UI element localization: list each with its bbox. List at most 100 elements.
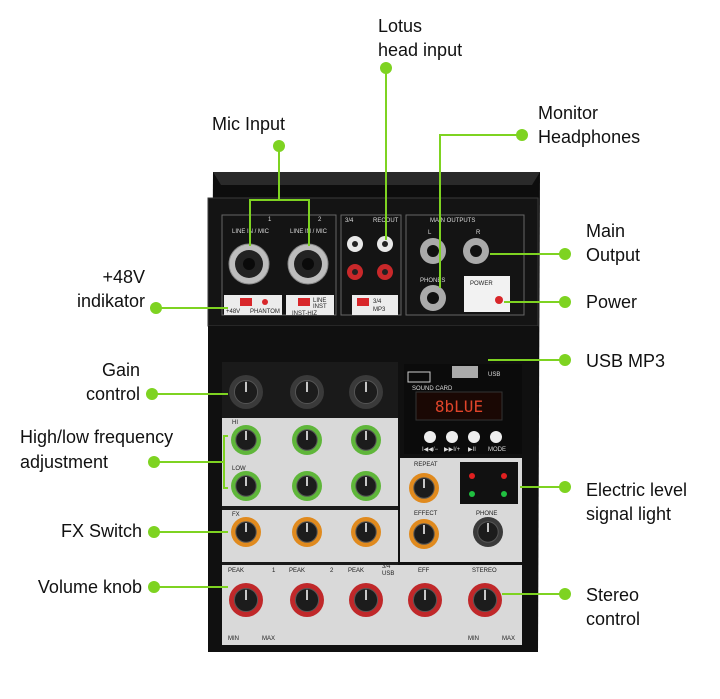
phones-label: PHONES bbox=[420, 278, 445, 284]
fx-callout-dot bbox=[148, 526, 160, 538]
level-callout-dot bbox=[559, 481, 571, 493]
main-out-l-label: L bbox=[428, 230, 432, 236]
mic-input-jacks bbox=[228, 243, 329, 285]
lotus-callout-dot bbox=[380, 62, 392, 74]
phantom-callout-dot bbox=[150, 302, 162, 314]
inst-switch[interactable] bbox=[298, 298, 310, 306]
fx-knob-ch3[interactable] bbox=[351, 517, 381, 547]
mic-callout-line-b bbox=[279, 199, 310, 246]
power-panel-label: POWER bbox=[470, 281, 493, 287]
hi-eq-knob-ch3[interactable] bbox=[351, 425, 381, 455]
next-button-label: ▶▶I/+ bbox=[444, 447, 461, 453]
callout-level-line1: Electric level bbox=[586, 480, 688, 500]
callout-stereo-line1: Stereo bbox=[586, 585, 640, 605]
callout-lines bbox=[146, 62, 571, 600]
phantom-48v-label: +48V bbox=[226, 309, 240, 315]
callout-level-line2: signal light bbox=[586, 504, 672, 524]
fx-knob-ch2[interactable] bbox=[292, 517, 322, 547]
phantom-switch-panel bbox=[224, 295, 282, 315]
power-panel bbox=[464, 276, 510, 312]
phantom-switch[interactable] bbox=[240, 298, 252, 306]
effect-label: EFFECT bbox=[414, 511, 438, 517]
callout-phantom-line1: +48V bbox=[102, 267, 145, 287]
volume-knobs bbox=[229, 583, 502, 617]
callout-eq-line2: adjustment bbox=[20, 452, 109, 472]
callout-main-output-line1: Main bbox=[586, 221, 626, 241]
stereo-callout-dot bbox=[559, 588, 571, 600]
gain-knob-ch2[interactable] bbox=[290, 375, 324, 409]
fx-band-label: FX bbox=[232, 512, 240, 518]
play-pause-label: ▶II bbox=[468, 447, 476, 453]
callout-mic-input: Mic Input bbox=[212, 114, 286, 134]
effect-knob[interactable] bbox=[409, 519, 439, 549]
volume-knob-ch34[interactable] bbox=[349, 583, 383, 617]
hi-eq-knob-ch2[interactable] bbox=[292, 425, 322, 455]
low-eq-knob-ch1[interactable] bbox=[231, 471, 261, 501]
ch2-peak-label: PEAK bbox=[289, 568, 305, 574]
callout-power: Power bbox=[586, 292, 638, 312]
low-label: LOW bbox=[232, 466, 246, 472]
ch1-strip-number: 1 bbox=[272, 568, 276, 574]
volume-knob-ch1[interactable] bbox=[229, 583, 263, 617]
next-button[interactable] bbox=[446, 431, 458, 443]
gain-knob-ch3[interactable] bbox=[349, 375, 383, 409]
low-eq-knob-ch2[interactable] bbox=[292, 471, 322, 501]
callout-monitor-line2: Headphones bbox=[538, 127, 641, 147]
eff-volume-knob[interactable] bbox=[408, 583, 442, 617]
mp3-mode-switch[interactable] bbox=[357, 298, 369, 306]
volume-callout-dot bbox=[148, 581, 160, 593]
main-output-callout-dot bbox=[559, 248, 571, 260]
gain-callout-dot bbox=[146, 388, 158, 400]
ch1-peak-label: PEAK bbox=[228, 568, 244, 574]
usb-logo-text: USB bbox=[488, 372, 500, 378]
sound-card-icon bbox=[407, 371, 431, 383]
phone-volume-knob[interactable] bbox=[473, 517, 503, 547]
monitor-callout-dot bbox=[516, 129, 528, 141]
callout-phantom-line2: indikator bbox=[76, 291, 145, 311]
ch1-max-label: MAX bbox=[262, 636, 275, 642]
level-led-l-red bbox=[469, 473, 475, 479]
volume-knob-ch2[interactable] bbox=[290, 583, 324, 617]
power-led bbox=[495, 296, 503, 304]
prev-button[interactable] bbox=[424, 431, 436, 443]
ch1-number: 1 bbox=[268, 217, 272, 223]
mode-button-label: MODE bbox=[488, 447, 506, 453]
stereo-min-label: MIN bbox=[468, 636, 479, 642]
repeat-knob[interactable] bbox=[409, 473, 439, 503]
hi-label: HI bbox=[232, 420, 238, 426]
monitor-callout-line bbox=[439, 134, 522, 288]
eff-label: EFF bbox=[418, 568, 430, 574]
callout-gain-line2: control bbox=[85, 384, 140, 404]
play-pause-button[interactable] bbox=[468, 431, 480, 443]
inst-label: INST bbox=[313, 304, 327, 310]
repeat-label: REPEAT bbox=[414, 462, 438, 468]
usb-callout-dot bbox=[559, 354, 571, 366]
low-eq-knob-ch3[interactable] bbox=[351, 471, 381, 501]
eq-callout-line-b bbox=[223, 462, 228, 489]
phantom-led bbox=[262, 299, 268, 305]
ch3-strip-label-a: 3/4 bbox=[382, 564, 391, 570]
phone-label: PHONE bbox=[476, 511, 497, 517]
level-led-r-green bbox=[501, 491, 507, 497]
phantom-label: PHANTOM bbox=[250, 309, 280, 315]
level-led-r-red bbox=[501, 473, 507, 479]
mode-34-label: 3/4 bbox=[373, 299, 382, 305]
stereo-volume-knob[interactable] bbox=[468, 583, 502, 617]
callout-monitor-line1: Monitor bbox=[538, 103, 599, 123]
ch1-min-label: MIN bbox=[228, 636, 239, 642]
callout-volume-knob: Volume knob bbox=[37, 577, 142, 597]
gain-knob-ch1[interactable] bbox=[229, 375, 263, 409]
fx-knob-ch1[interactable] bbox=[231, 517, 261, 547]
usb-port[interactable] bbox=[452, 366, 478, 378]
hi-eq-knob-ch1[interactable] bbox=[231, 425, 261, 455]
callout-fx-switch: FX Switch bbox=[60, 521, 142, 541]
main-out-r-label: R bbox=[476, 230, 481, 236]
inst-hiz-label: INST-HIZ bbox=[292, 311, 317, 317]
level-led-l-green bbox=[469, 491, 475, 497]
callout-lotus-line2: head input bbox=[378, 40, 463, 60]
ch34-top-label: 3/4 bbox=[345, 218, 354, 224]
mode-button[interactable] bbox=[490, 431, 502, 443]
eq-knobs bbox=[231, 425, 381, 501]
line-label: LINE bbox=[313, 298, 326, 304]
